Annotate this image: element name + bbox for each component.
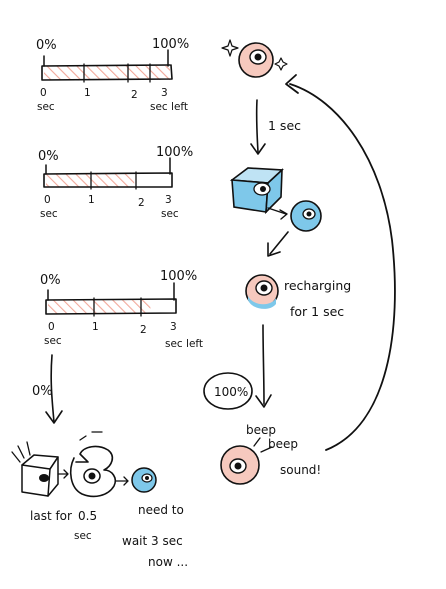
blue-orb-icon [290, 200, 322, 232]
step1-label: 1 sec [268, 118, 301, 133]
timeline-3-tick-2: 2 [140, 324, 147, 336]
timeline-3-tick-1: 1 [92, 321, 99, 333]
blue-cube-icon [229, 167, 284, 215]
timeline-2-start-label: 0% [38, 149, 59, 164]
return-arrow [289, 83, 396, 451]
blue-orb-small-icon [131, 467, 157, 493]
timeline-3-hatch-fill [48, 300, 151, 314]
timeline-1-tick-3: 3 [161, 87, 168, 99]
small-arrow-2 [115, 476, 129, 486]
timeline-1-end-unit: sec left [150, 101, 188, 113]
timeline-3-end-unit: sec left [165, 338, 203, 350]
timeline-2-tick-3: 3 [165, 194, 172, 206]
broken-orb-icon [69, 431, 117, 498]
timeline-2: 0% 100% 0 1 2 3 sec sec [38, 145, 193, 220]
need-to-line1: need to [138, 503, 184, 517]
cube-eye [39, 474, 49, 482]
timeline-2-hatch-fill [46, 174, 135, 187]
timeline-1: 0% 100% 0 1 2 3 sec sec left [36, 37, 189, 113]
recharging-line1: recharging [284, 278, 351, 293]
full-label: 100% [214, 385, 248, 399]
timeline-2-unit: sec [40, 208, 58, 220]
timeline-1-tick-1: 1 [84, 87, 91, 99]
pink-orb-top-icon [238, 42, 274, 78]
arrow-diagonal [269, 231, 289, 255]
small-arrow-1 [57, 469, 69, 479]
beep-lines [253, 437, 273, 453]
sound-label: sound! [280, 463, 321, 477]
duration-unit: sec [74, 530, 92, 542]
timeline-1-end-label: 100% [152, 37, 189, 52]
need-to-line3: now ... [148, 555, 188, 569]
cube-to-orb-arrow [267, 207, 287, 215]
pink-orb-bottom-icon [220, 445, 260, 485]
recharging-orb-icon [245, 274, 279, 309]
timeline-2-tick-0: 0 [44, 194, 51, 206]
full-bubble [203, 372, 253, 410]
timeline-2-end-label: 100% [156, 145, 193, 160]
timeline-3-end-label: 100% [160, 269, 197, 284]
timeline-2-end-unit: sec [161, 208, 179, 220]
duration-value: 0.5 [78, 509, 97, 523]
timeline-1-hatch-fill [44, 66, 170, 80]
beep-1: beep [246, 423, 276, 437]
spark-lines [79, 431, 103, 441]
timeline-1-bar [41, 64, 173, 81]
beep-2: beep [268, 437, 298, 451]
arrow-down-1-head [250, 143, 266, 155]
timeline-2-tick-2: 2 [138, 197, 145, 209]
need-to-line2: wait 3 sec [122, 534, 183, 548]
timeline-1-unit: sec [37, 101, 55, 113]
recharging-line2: for 1 sec [290, 304, 344, 319]
return-arrowhead [285, 74, 299, 94]
timeline-3-start-label: 0% [40, 273, 61, 288]
drop-zero-label: 0% [32, 384, 53, 399]
cycle-section: 1 sec recharging for 1 sec [203, 39, 396, 485]
drop-down-arrow [50, 354, 55, 423]
timeline-3-unit: sec [44, 335, 62, 347]
drop-down-arrowhead [45, 410, 63, 424]
drop-section: 0% last for 0.5 sec need to [11, 354, 188, 569]
sparkle-icon [221, 39, 239, 57]
timeline-3-bar [45, 298, 177, 315]
timeline-3-tick-0: 0 [48, 321, 55, 333]
timeline-3: 0% 100% 0 1 2 3 sec sec left [40, 269, 203, 350]
arrow-down-1 [255, 99, 259, 153]
timeline-3-tick-3: 3 [170, 321, 177, 333]
motion-lines [11, 441, 31, 463]
timeline-1-tick-0: 0 [40, 87, 47, 99]
arrow-down-2 [262, 324, 265, 405]
timeline-1-start-label: 0% [36, 38, 57, 53]
timeline-1-tick-2: 2 [131, 89, 138, 101]
timeline-2-bar [43, 172, 173, 188]
cube-icon-small [11, 441, 59, 497]
sparkle-icon [274, 57, 288, 71]
timeline-2-tick-1: 1 [88, 194, 95, 206]
last-for-label: last for [30, 509, 72, 523]
